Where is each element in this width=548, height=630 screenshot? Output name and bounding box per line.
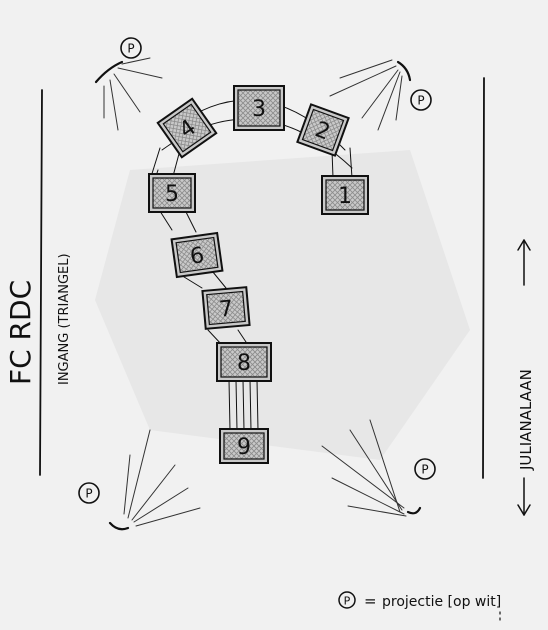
right-boundary-line	[483, 78, 484, 478]
legend-text: projectie [op wit]	[382, 594, 501, 610]
block-number: 1	[338, 184, 352, 209]
left-label-line2: INGANG (TRIANGEL)	[57, 253, 72, 385]
block-number: 7	[218, 296, 234, 322]
right-label-text: JULIANALAAN	[517, 369, 535, 471]
block-number: 8	[237, 351, 251, 376]
projector-symbol: P	[127, 42, 134, 56]
projector-symbol: P	[417, 94, 424, 108]
projector-symbol: P	[85, 487, 92, 501]
block-number: 9	[237, 435, 251, 460]
legend-equals: =	[364, 592, 377, 610]
block-number: 5	[165, 182, 179, 207]
block-number: 3	[252, 97, 266, 122]
legend-symbol: P	[344, 595, 351, 608]
projector-symbol: P	[421, 463, 428, 477]
left-label-line1: FC RDC	[4, 280, 37, 385]
